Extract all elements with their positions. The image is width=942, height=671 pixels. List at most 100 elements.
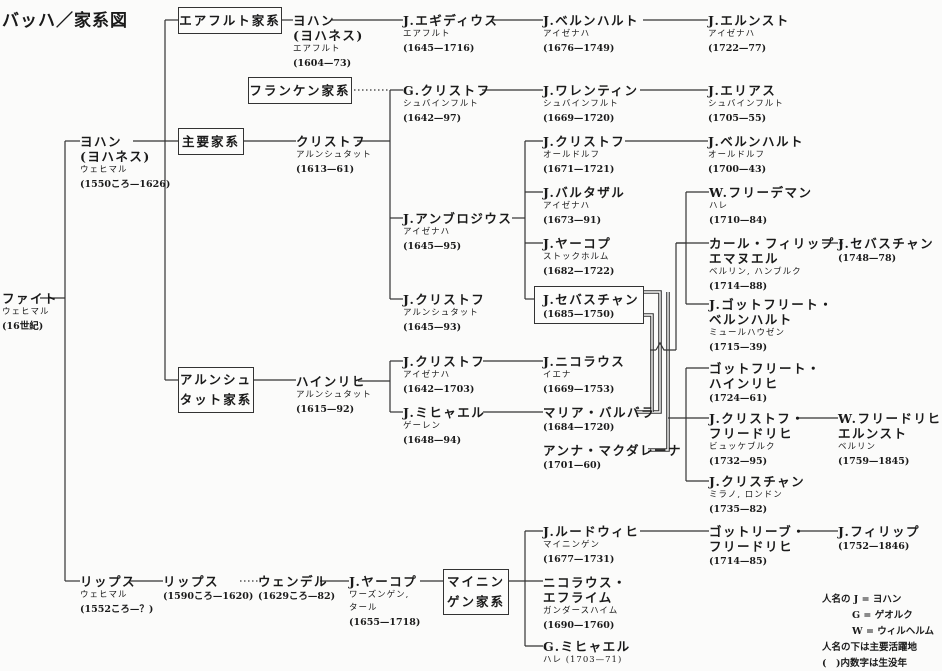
marriage-line-inner [636,291,661,413]
person-years: (1752—1846) [838,541,910,552]
person-annamagdalena: アンナ・マクダレーナ(1701—60) [543,443,682,473]
person-name-line2: エフライム [543,590,613,605]
person-name: リップス [80,574,137,589]
legend-line-2: G = ゲオルク [852,610,913,621]
person-name: J.ヤーコプ [349,574,418,589]
person-jludwig: J.ルードウィヒマイニンゲン (1677—1731) [543,524,639,567]
person-gchristoph: G.クリストフシュバインフルト(1642—97) [403,83,491,126]
highlight-box-js-bach [534,286,644,324]
person-name: ハインリヒ [296,374,366,389]
person-name: J.アンブロジウス [403,211,513,226]
person-name: J.エギディウス [403,13,499,28]
person-name: J.エルンスト [708,13,790,28]
person-jbalthasar: J.バルタザルアイゼナハ(1673—91) [543,185,625,228]
person-place: オールドルフ [708,150,766,160]
person-place: アルンシュタット [296,150,372,160]
person-place: アルンシュタット [296,390,372,400]
person-name: J.クリストフ [403,354,486,369]
family-box-meiningen-line1: マイニン [446,574,505,589]
person-name: J.クリストフ [403,292,486,307]
person-jnikolaus: J.ニコラウスイエナ(1669—1753) [543,354,625,397]
person-years: (1677—1731) [543,554,615,565]
person-place: ウェヒマル [2,307,50,317]
person-place: ベルリン, ハンブルク [709,267,802,277]
person-name: G.クリストフ [403,83,491,98]
family-box-erfurt: エアフルト家系 [178,7,282,34]
person-name-line2: ハインリヒ [709,376,779,391]
person-gmichael: G.ミヒャエルハレ (1703—71) [543,639,631,667]
person-name-line2: (ヨハネス) [80,149,151,164]
person-years: (1759—1845) [838,456,910,467]
person-place: シュバインフルト [543,99,619,109]
person-jsebastian2: J.セバスチャン(1748—78) [838,236,934,266]
person-place: ハレ [709,201,729,211]
person-years: (1735—82) [709,504,768,515]
person-jcf: J.クリストフ・フリードリヒビュッケブルク(1732—95) [709,411,805,469]
person-years: (1714—88) [709,281,768,292]
person-jambrosius: J.アンブロジウスアイゼナハ (1645—95) [403,211,512,254]
person-name-line2: (ヨハネス) [293,28,364,43]
person-name: W.フリーデマン [709,185,813,200]
person-name: ウェンデル [258,574,329,589]
person-years: (1642—97) [403,113,462,124]
family-box-franken: フランケン家系 [248,77,352,104]
person-place: ミュールハウゼン [709,328,786,338]
connector [655,341,676,351]
person-name: J.ニコラウス [543,354,626,369]
person-years: (1550ころ—1626) [80,179,171,190]
person-name: J.クリスチャン [709,474,806,489]
person-years: (1648—94) [403,435,462,446]
person-heinrich: ハインリヒアルンシュタット(1615—92) [296,374,372,417]
family-box-arnstadt-line2: タット家系 [179,392,253,407]
person-years: (1685—1750) [543,309,615,320]
person-cpe: カール・フィリップ・エマヌエルベルリン, ハンブルク(1714—88) [709,236,849,294]
person-name-line2: フリードリヒ [709,539,794,554]
person-name: ニコラウス・ [543,575,628,590]
person-wfriedemann: W.フリーデマンハレ(1710—84) [709,185,812,228]
marriage-line [642,313,654,412]
person-jgottfried: J.ゴットフリート・ベルンハルトミュールハウゼン(1715—39) [709,297,833,355]
person-jbernhard2: J.ベルンハルトオールドルフ(1700—43) [708,134,804,177]
person-years: (1724—61) [709,393,768,404]
person-name: J.ミヒャエル [403,405,486,420]
person-years: (1645—1716) [403,43,475,54]
person-name: J.バルタザル [543,185,626,200]
person-name-line2: エルンスト [838,426,908,441]
legend-line-3: W = ウィルヘルム [852,626,935,637]
person-place: アイゼナハ [403,370,451,380]
person-veit: ファイトウェヒマル(16世紀) [2,291,58,334]
person-years: (16世紀) [2,321,44,332]
person-name: J.ワレンティン [543,83,639,98]
person-place: ミラノ, ロンドン [709,490,783,500]
person-place: マイニンゲン [543,540,601,550]
person-place-line2: タール [349,603,378,613]
person-years: (1714—85) [709,556,768,567]
person-name: J.ベルンハルト [708,134,805,149]
person-place: アイゼナハ [543,29,591,39]
person-jchristoph-o: J.クリストフオールドルフ(1671—1721) [543,134,625,177]
person-name: J.ルードウィヒ [543,524,640,539]
person-lips2: リップス(1590ころ—1620) [163,574,253,604]
person-years: (1705—55) [708,113,767,124]
person-years: (1722—77) [708,43,767,54]
person-place: アイゼナハ [708,29,756,39]
person-place: エアフルト [403,29,451,39]
person-years: (1645—95) [403,241,462,252]
person-jelias: J.エリアスシュバインフルト(1705—55) [708,83,784,126]
person-place: アイゼナハ [403,227,451,237]
person-name: J.エリアス [708,83,777,98]
marriage-line-inner [642,314,653,412]
person-name: G.ミヒャエル [543,639,631,654]
person-name: J.フィリップ [838,524,921,539]
family-box-main: 主要家系 [178,128,244,155]
person-johann-erf: ヨハン(ヨハネス)エアフルト(1604—73) [293,13,364,71]
person-place: アイゼナハ [543,201,591,211]
person-wendel: ウェンデル(1629ころ—82) [258,574,335,604]
person-name: マリア・バルバラ [543,405,656,420]
person-years: (1671—1721) [543,164,615,175]
person-place: ガンダースハイム [543,606,619,616]
person-years: (1676—1749) [543,43,615,54]
legend: 人名の J = ヨハン G = ゲオルク W = ウィルヘルム 人名の下は主要活… [822,592,934,671]
person-name: J.ヤーコプ [543,236,612,251]
